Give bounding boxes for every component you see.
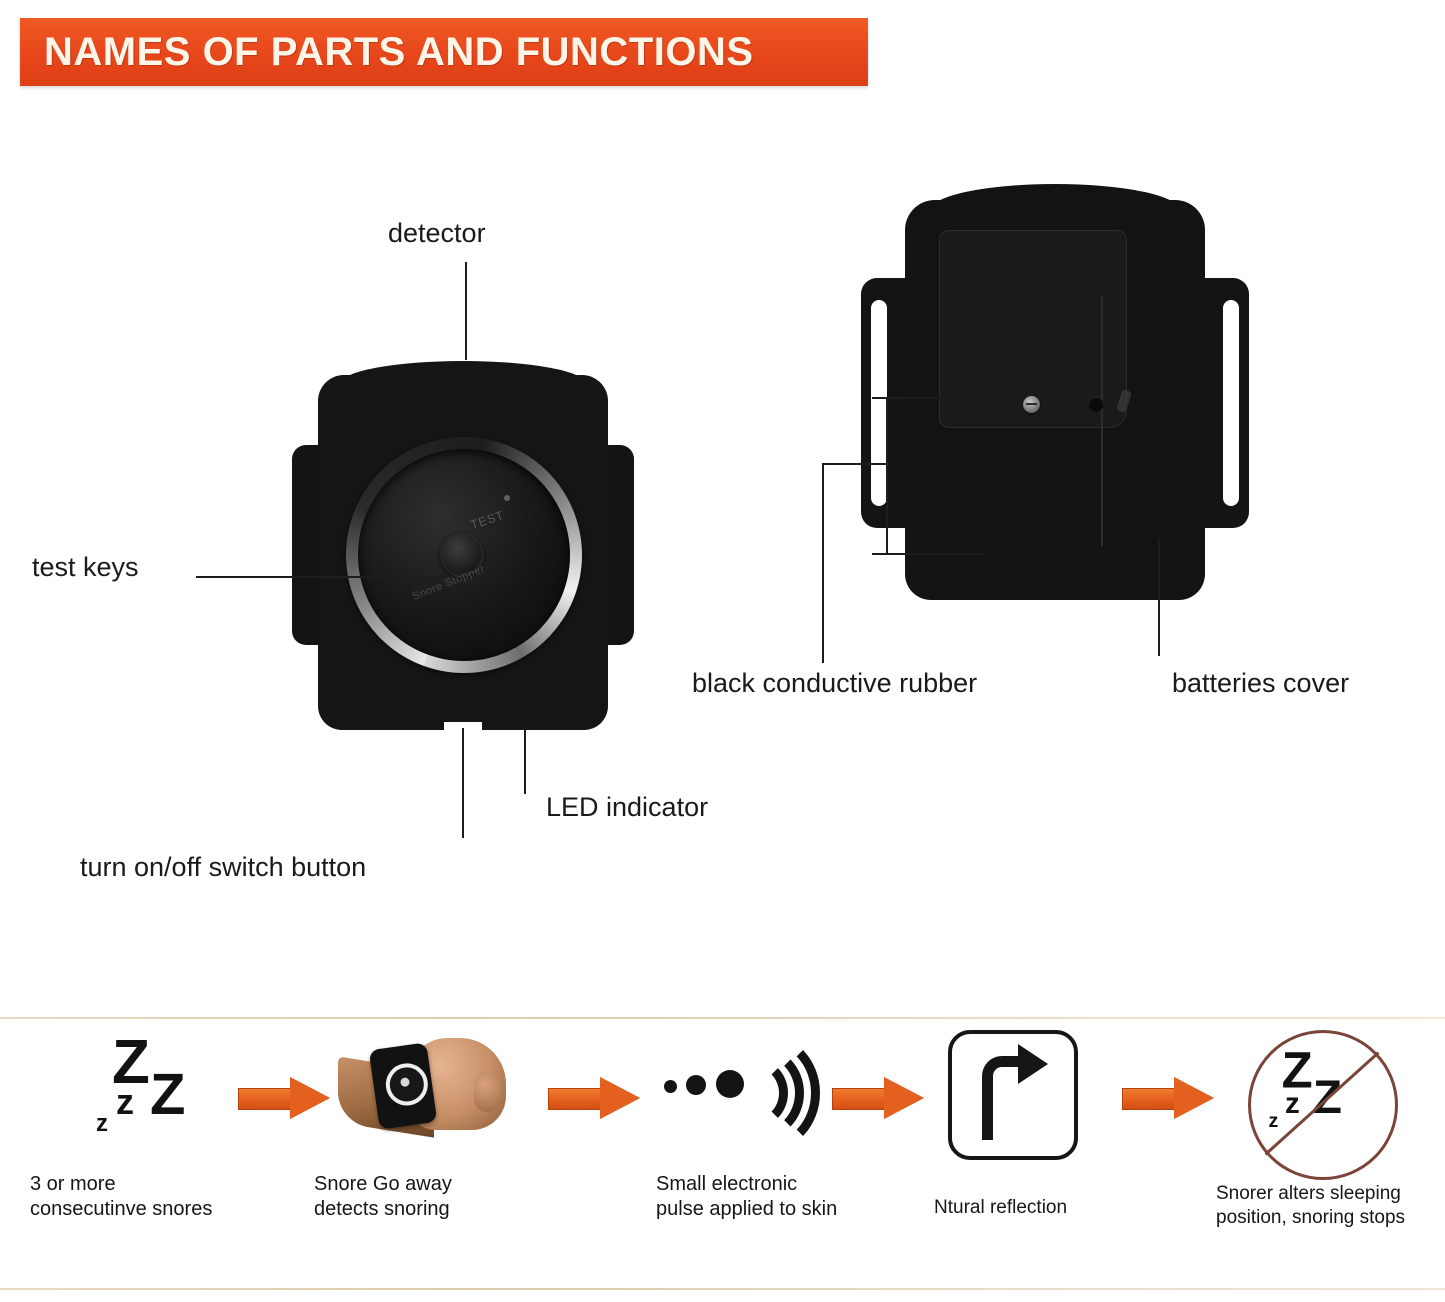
how-it-works-flow: Z z Z z 3 or more consecutinve snores: [0, 1030, 1445, 1280]
device-back-view: [861, 184, 1249, 600]
flow-step-4: Ntural reflection: [934, 1030, 1078, 1218]
leader-rubber-bracket: [886, 397, 888, 555]
arrow-head: [290, 1077, 330, 1119]
battery-cover-screw: [1023, 396, 1040, 413]
label-batteries-cover: batteries cover: [1172, 668, 1350, 698]
strap-slot-left: [871, 300, 887, 506]
zzz-sleep-icon: Z z Z z: [88, 1030, 238, 1160]
label-detector: detector: [388, 218, 486, 248]
back-port-hole: [1088, 396, 1104, 412]
test-key-button: [440, 533, 484, 577]
emboss-test-label: TEST: [468, 507, 506, 533]
flow-step-5: Z z Z z Snorer alters sleeping position,…: [1216, 1030, 1405, 1228]
wrist-device-photo-icon: [338, 1030, 518, 1160]
device-front-view: TEST Snore Stopper: [292, 361, 634, 740]
zzz-glyph-mid: z: [116, 1081, 134, 1122]
flow-arrow-3: [832, 1077, 924, 1119]
flow-arrow-2: [548, 1077, 640, 1119]
zzz-glyph-small: z: [96, 1110, 108, 1137]
leader-line-led-indicator: [524, 728, 526, 794]
parts-diagram: TEST Snore Stopper detector: [0, 90, 1445, 1000]
prohibition-ring: [1248, 1030, 1398, 1180]
section-divider-bottom: [0, 1288, 1445, 1290]
leader-line-detector: [465, 262, 467, 360]
arrow-head: [1174, 1077, 1214, 1119]
flow-step-2: Snore Go away detects snoring: [314, 1030, 518, 1220]
flow-step-1: Z z Z z 3 or more consecutinve snores: [30, 1030, 238, 1221]
face-speck-icon: [504, 495, 510, 501]
device-dial-face: TEST Snore Stopper: [358, 449, 570, 661]
strap-slot-right: [1223, 300, 1239, 506]
pulse-dot-small: [664, 1080, 677, 1093]
header-banner: NAMES OF PARTS AND FUNCTIONS: [20, 18, 868, 86]
zzz-glyph-mid: z: [1284, 1085, 1300, 1120]
arrow-shaft: [832, 1088, 887, 1110]
leader-rubber-drop: [822, 463, 824, 663]
back-seam-line: [1101, 296, 1103, 546]
label-switch-button: turn on/off switch button: [80, 852, 367, 882]
worn-device-band: [368, 1042, 438, 1130]
label-conductive-rubber: black conductive rubber: [692, 668, 978, 698]
device-back-wing-right: [1197, 278, 1249, 528]
arrow-head: [600, 1077, 640, 1119]
arrow-head: [884, 1077, 924, 1119]
leader-rubber-elbow: [822, 463, 888, 465]
device-back-housing: [905, 184, 1205, 600]
zzz-glyph-big-1: Z: [1281, 1042, 1313, 1099]
flow-step-3: Small electronic pulse applied to skin: [656, 1030, 837, 1220]
arrow-shaft: [548, 1088, 603, 1110]
leader-rubber-top: [872, 397, 984, 399]
right-arrow-icon: [1122, 1077, 1214, 1119]
label-led-indicator: LED indicator: [546, 792, 709, 822]
thumb-shape: [474, 1072, 500, 1112]
worn-device-face: [383, 1060, 431, 1109]
right-arrow-icon: [832, 1077, 924, 1119]
flow-arrow-4: [1122, 1077, 1214, 1119]
pulse-arc-3: [708, 1033, 820, 1153]
no-snoring-icon: Z z Z z: [1248, 1030, 1400, 1180]
turn-arrow-head: [1018, 1044, 1048, 1084]
zzz-glyph-big-2: Z: [150, 1062, 186, 1127]
flow-step-1-caption: 3 or more consecutinve snores: [30, 1173, 213, 1220]
turn-arrow-elbow: [982, 1056, 1035, 1109]
electronic-pulse-wave-icon: [662, 1030, 820, 1160]
arrow-shaft: [238, 1088, 293, 1110]
flow-step-2-caption: Snore Go away detects snoring: [314, 1173, 452, 1220]
flow-step-3-caption: Small electronic pulse applied to skin: [656, 1173, 838, 1220]
right-arrow-icon: [548, 1077, 640, 1119]
flow-arrow-1: [238, 1077, 330, 1119]
leader-line-test-keys: [196, 576, 456, 578]
section-divider-top: [0, 1017, 1445, 1019]
leader-rubber-bottom: [872, 553, 984, 555]
zzz-glyph-small: z: [1268, 1109, 1279, 1132]
flow-step-4-caption: Ntural reflection: [934, 1197, 1068, 1218]
leader-line-batteries-cover: [1158, 538, 1160, 656]
flow-step-5-caption: Snorer alters sleeping position, snoring…: [1216, 1183, 1406, 1228]
batteries-cover-panel: [939, 230, 1127, 428]
turn-right-arrow-icon: [948, 1030, 1078, 1160]
leader-line-switch-button: [462, 728, 464, 838]
zzz-sleep-icon-small: Z z Z z: [1262, 1044, 1385, 1142]
page-title: NAMES OF PARTS AND FUNCTIONS: [44, 29, 754, 74]
label-test-keys: test keys: [32, 552, 139, 582]
turn-arrow-stem: [982, 1078, 993, 1140]
right-arrow-icon: [238, 1077, 330, 1119]
arrow-shaft: [1122, 1088, 1177, 1110]
pulse-dot-medium: [686, 1075, 706, 1095]
chrome-bezel-ring: TEST Snore Stopper: [346, 437, 582, 673]
zzz-glyph-big-1: Z: [112, 1028, 150, 1097]
